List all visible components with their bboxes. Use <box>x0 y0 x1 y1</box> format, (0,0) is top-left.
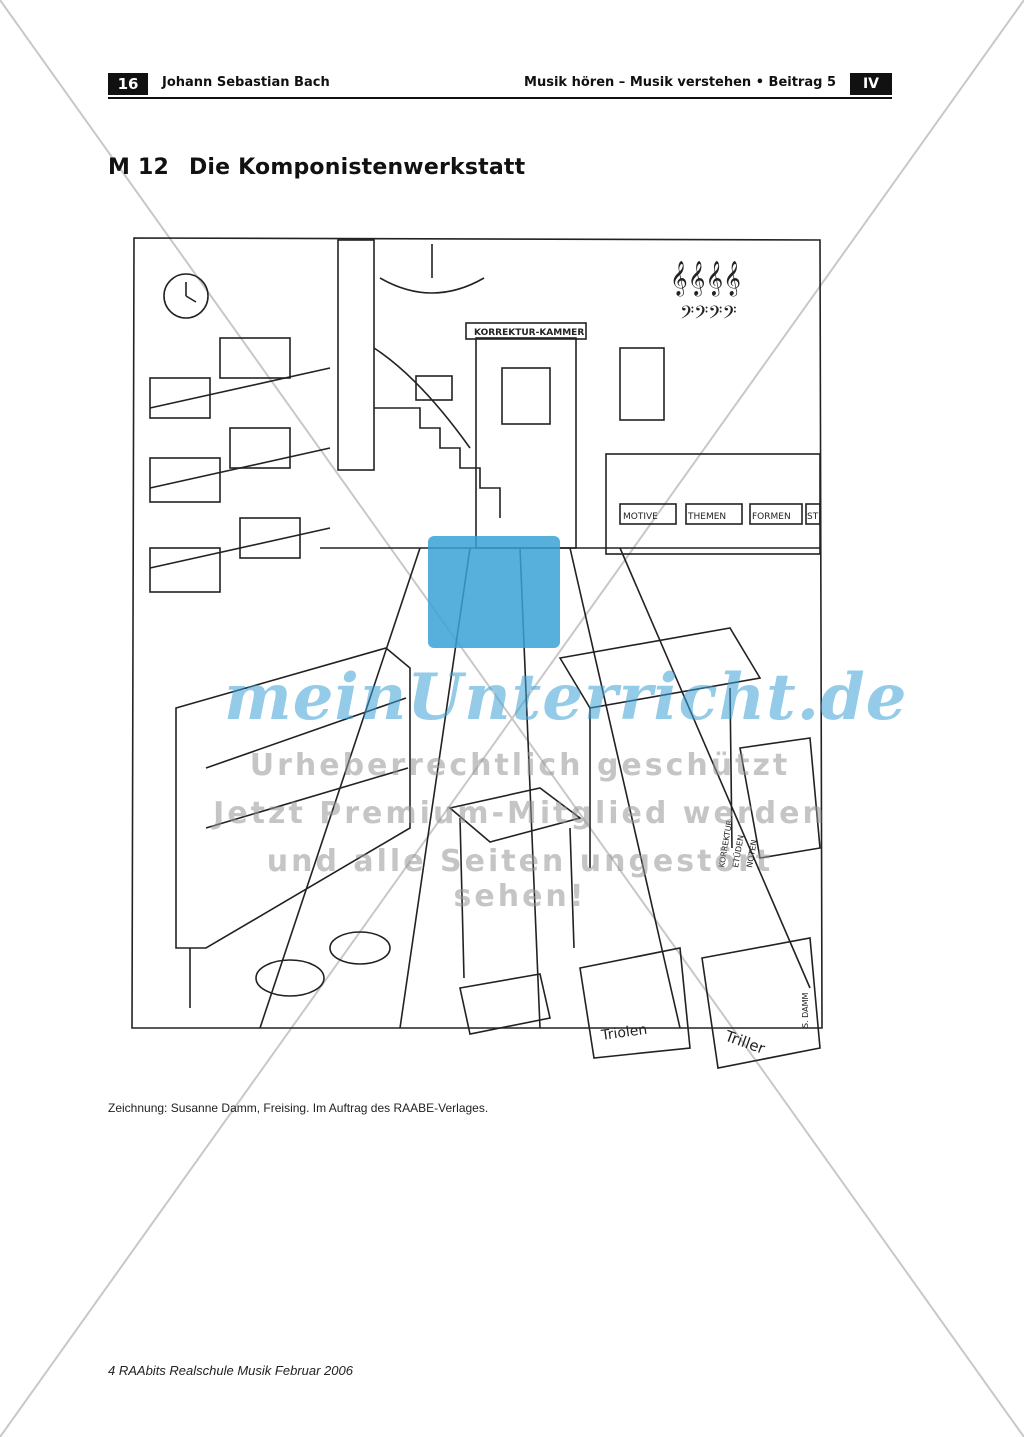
composer-workshop-illustration: KORREKTUR-KAMMER MOTIVE THEMEN FORMEN ST… <box>131 237 823 1069</box>
page-title: M 12 Die Komponistenwerkstatt <box>108 155 525 180</box>
page-header: 16 Johann Sebastian Bach Musik hören – M… <box>108 73 892 99</box>
drawer-label: MOTIVE <box>623 512 658 522</box>
watermark-line: und alle Seiten ungestört sehen! <box>266 844 774 914</box>
page-number: 16 <box>108 73 148 95</box>
box-label: Triller <box>722 1027 768 1059</box>
illustration-caption: Zeichnung: Susanne Damm, Freising. Im Au… <box>108 1101 489 1115</box>
material-title: Die Komponistenwerkstatt <box>188 155 526 180</box>
svg-text:𝄞𝄞𝄞𝄞: 𝄞𝄞𝄞𝄞 <box>670 261 741 297</box>
box-label: Triolen <box>599 1022 648 1044</box>
watermark-line: Jetzt Premium-Mitglied werden <box>213 796 827 831</box>
door-sign: KORREKTUR-KAMMER <box>474 328 584 338</box>
drawer-label: ST <box>807 512 819 522</box>
artist-signature: S. DAMM <box>801 992 810 1028</box>
watermark-line: Urheberrechtlich geschützt <box>249 748 791 783</box>
watermark-logo-icon <box>428 536 560 648</box>
svg-text:𝄢𝄢𝄢𝄢: 𝄢𝄢𝄢𝄢 <box>680 303 737 328</box>
material-code: M 12 <box>108 155 169 180</box>
header-left-title: Johann Sebastian Bach <box>162 75 330 90</box>
drawer-label: FORMEN <box>752 512 791 522</box>
header-right-title: Musik hören – Musik verstehen • Beitrag … <box>524 75 836 90</box>
watermark-brand: meinUnterricht.de <box>224 660 908 735</box>
header-badge: IV <box>850 73 892 95</box>
page-footer: 4 RAAbits Realschule Musik Februar 2006 <box>108 1363 353 1378</box>
drawer-label: THEMEN <box>687 512 726 522</box>
